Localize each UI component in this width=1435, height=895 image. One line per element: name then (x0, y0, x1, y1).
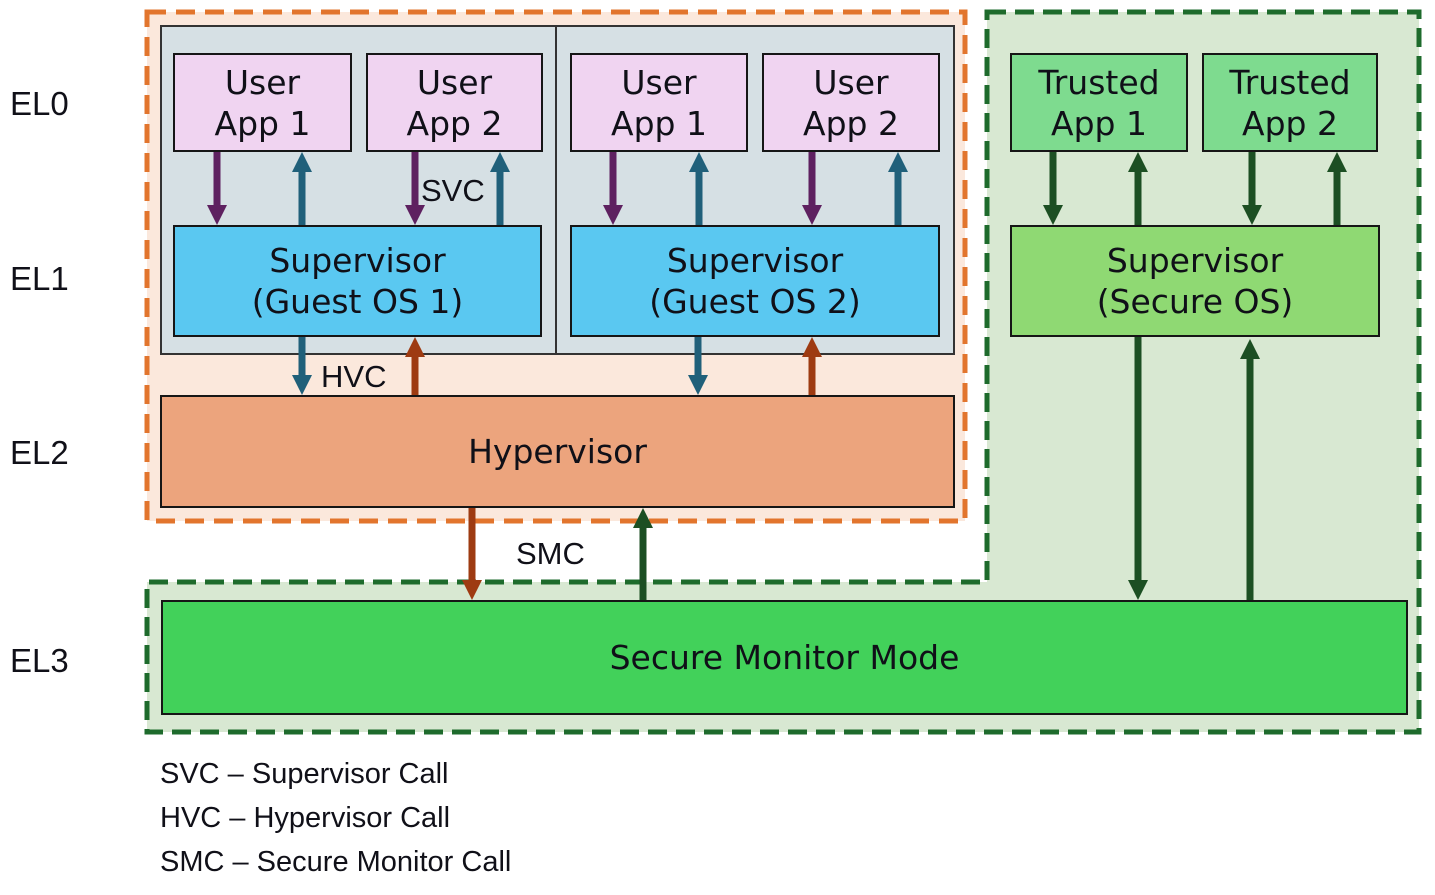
hvc-down-arrow-g2 (688, 337, 708, 395)
guest1-supervisor-line1: Supervisor (269, 241, 446, 280)
hvc-down-arrow-g1 (292, 337, 312, 395)
trusted-app1-line2: App 1 (1051, 103, 1147, 143)
smc-label: SMC (516, 536, 585, 571)
hvc-up-arrow-g2 (802, 337, 822, 395)
hvc-label: HVC (321, 359, 387, 394)
svc-up-arrow-g2a1 (689, 152, 709, 225)
guest1-supervisor-box: Supervisor (Guest OS 1) (173, 225, 542, 337)
legend-hvc: HVC – Hypervisor Call (160, 802, 451, 834)
secure-supervisor-line1: Supervisor (1106, 241, 1284, 280)
svc-label: SVC (421, 173, 485, 208)
secure-world-boundary (144, 9, 1422, 735)
smc-down-arrow (462, 508, 482, 600)
el1-label: EL1 (10, 260, 69, 297)
guest2-user-app1-line2: App 1 (611, 103, 707, 143)
trusted-app2-line2: App 2 (1242, 103, 1338, 143)
legend-smc: SMC – Secure Monitor Call (160, 846, 512, 878)
guest2-user-app2-line1: User (813, 62, 889, 102)
trusted-down-arrow-a1 (1043, 152, 1063, 225)
guest1-user-app1-box: User App 1 (173, 53, 352, 152)
trusted-app2-box: Trusted App 2 (1202, 53, 1378, 152)
legend-svc: SVC – Supervisor Call (160, 758, 449, 790)
guest1-user-app2-line1: User (416, 62, 493, 102)
guest2-user-app1-line1: User (621, 62, 697, 102)
el0-label: EL0 (10, 85, 69, 122)
smc-up-arrow (633, 508, 653, 600)
guest1-supervisor-line2: (Guest OS 1) (251, 282, 464, 321)
trusted-up-arrow-a2 (1327, 152, 1347, 225)
trusted-app1-box: Trusted App 1 (1010, 53, 1188, 152)
el2-label: EL2 (10, 434, 69, 471)
svc-up-arrow-g1a2 (490, 152, 510, 225)
guest2-supervisor-box: Supervisor (Guest OS 2) (570, 225, 940, 337)
trusted-app2-line1: Trusted (1229, 62, 1351, 102)
guest2-supervisor-line2: (Guest OS 2) (649, 282, 861, 321)
trusted-up-arrow-a1 (1128, 152, 1148, 225)
guest1-user-app1-line2: App 1 (214, 103, 311, 143)
guest2-user-app2-box: User App 2 (762, 53, 940, 152)
legend: SVC – Supervisor Call HVC – Hypervisor C… (160, 752, 511, 884)
svc-down-arrow-g1a2 (405, 152, 425, 225)
guest2-supervisor-line1: Supervisor (666, 241, 844, 280)
trusted-app1-line1: Trusted (1038, 62, 1160, 102)
secure-monitor-mode-label: Secure Monitor Mode (609, 638, 960, 677)
hypervisor-label: Hypervisor (468, 432, 647, 471)
secure-monitor-mode-box: Secure Monitor Mode (161, 600, 1408, 715)
hvc-up-arrow-g1 (405, 337, 425, 395)
secure-supervisor-line2: (Secure OS) (1096, 282, 1294, 321)
svc-down-arrow-g2a2 (802, 152, 822, 225)
secure-monitor-down-arrow (1128, 337, 1148, 600)
el3-label: EL3 (10, 642, 69, 679)
trusted-down-arrow-a2 (1242, 152, 1262, 225)
svc-up-arrow-g2a2 (888, 152, 908, 225)
hypervisor-box: Hypervisor (160, 395, 955, 508)
secure-supervisor-box: Supervisor (Secure OS) (1010, 225, 1380, 337)
guest1-user-app2-line2: App 2 (406, 103, 503, 143)
svc-down-arrow-g1a1 (207, 152, 227, 225)
guest2-user-app2-line2: App 2 (803, 103, 899, 143)
guest1-user-app1-line1: User (224, 62, 301, 102)
svc-up-arrow-g1a1 (292, 152, 312, 225)
guest1-user-app2-box: User App 2 (366, 53, 543, 152)
guest2-user-app1-box: User App 1 (570, 53, 748, 152)
svc-down-arrow-g2a1 (603, 152, 623, 225)
secure-monitor-up-arrow (1240, 339, 1260, 600)
